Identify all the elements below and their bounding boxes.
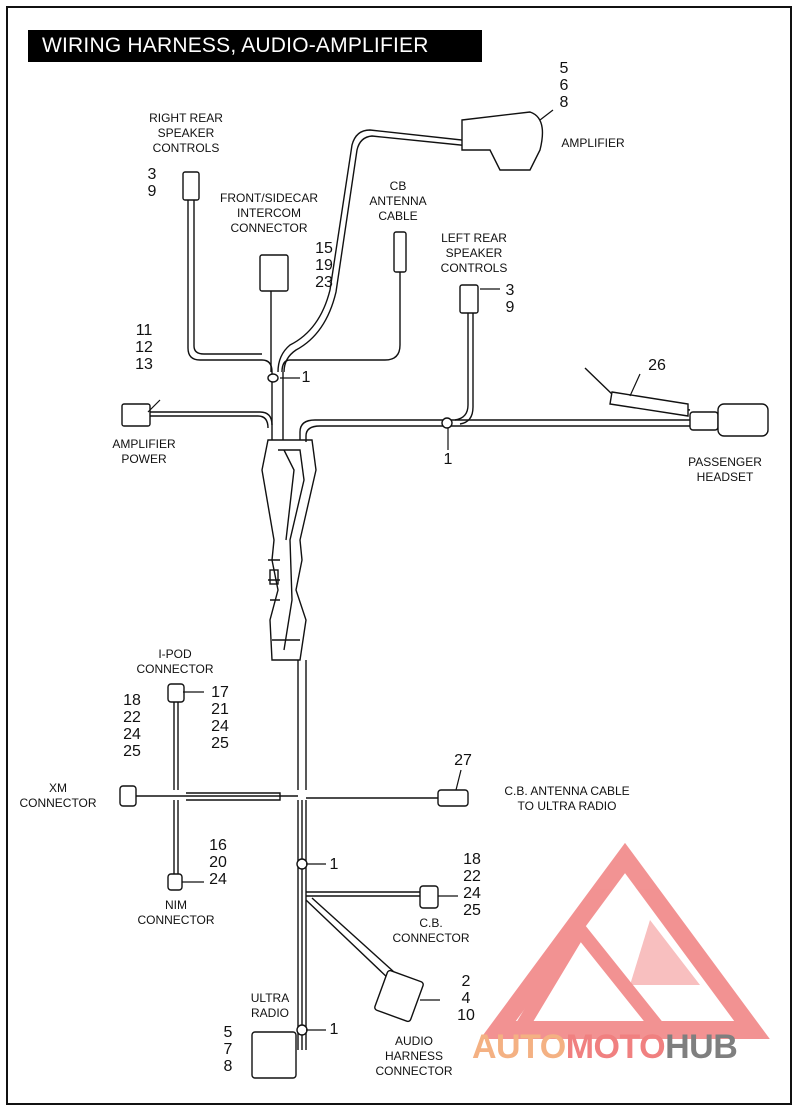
amplifier-power-connector-icon bbox=[121, 403, 151, 427]
cb-ultra-ref-number: 27 bbox=[454, 752, 472, 769]
clip-icon bbox=[296, 858, 308, 870]
audio-harness-ref-numbers: 2 4 10 bbox=[457, 973, 475, 1024]
nim-connector-icon bbox=[167, 873, 183, 891]
intercom-connector-label: FRONT/SIDECAR INTERCOM CONNECTOR bbox=[219, 191, 318, 235]
right-rear-speaker-label: RIGHT REAR SPEAKER CONTROLS bbox=[149, 111, 223, 155]
left-rear-speaker-label: LEFT REAR SPEAKER CONTROLS bbox=[440, 231, 508, 275]
audio-harness-connector-icon bbox=[374, 969, 424, 1023]
intercom-ref-numbers: 15 19 23 bbox=[315, 240, 333, 291]
intercom-connector-icon bbox=[259, 254, 289, 292]
clip-icon bbox=[441, 417, 453, 429]
amplifier-power-label: AMPLIFIER POWER bbox=[112, 437, 176, 466]
clip-ref-right: 1 bbox=[443, 451, 453, 468]
clip-icon bbox=[267, 373, 279, 383]
diagram-title: WIRING HARNESS, AUDIO-AMPLIFIER bbox=[28, 30, 482, 62]
amplifier-label: AMPLIFIER bbox=[561, 136, 625, 150]
clip-ref-upper: 1 bbox=[301, 369, 311, 386]
cb-connector-ref-numbers: 18 22 24 25 bbox=[463, 851, 481, 919]
headset-ref-number: 26 bbox=[648, 357, 666, 374]
xm-connector-icon bbox=[119, 785, 137, 807]
ipod-ref-numbers-left: 18 22 24 25 bbox=[123, 692, 141, 760]
amplifier-power-ref-numbers: 11 12 13 bbox=[135, 322, 153, 373]
watermark-logo-icon bbox=[480, 842, 770, 1039]
cb-connector-label: C.B. CONNECTOR bbox=[392, 916, 470, 945]
ipod-connector-label: I-POD CONNECTOR bbox=[136, 647, 214, 676]
cb-antenna-plug-icon bbox=[393, 231, 407, 273]
ultra-radio-connector-icon bbox=[251, 1031, 297, 1079]
diagram-frame bbox=[6, 6, 792, 1105]
clip-ref-low: 1 bbox=[329, 1021, 339, 1038]
audio-harness-connector-label: AUDIO HARNESS CONNECTOR bbox=[375, 1034, 453, 1078]
right-rear-connector-icon bbox=[182, 171, 200, 201]
clip-icon bbox=[296, 1024, 308, 1036]
headset-cable-icon bbox=[609, 391, 689, 417]
nim-connector-label: NIM CONNECTOR bbox=[137, 898, 215, 927]
ultra-radio-ref-numbers: 5 7 8 bbox=[223, 1024, 233, 1075]
watermark-text: AUTOMOTOHUB bbox=[472, 1028, 738, 1066]
cb-connector-icon bbox=[419, 885, 439, 909]
left-rear-ref-numbers: 3 9 bbox=[505, 282, 515, 316]
xm-connector-label: XM CONNECTOR bbox=[19, 781, 97, 810]
amplifier-ref-numbers: 5 6 8 bbox=[559, 60, 569, 111]
clip-ref-mid: 1 bbox=[329, 856, 339, 873]
left-rear-connector-icon bbox=[459, 284, 479, 314]
passenger-headset-connector-icon bbox=[717, 403, 769, 437]
amplifier-icon bbox=[461, 111, 544, 171]
ipod-connector-icon bbox=[167, 683, 185, 703]
ipod-ref-numbers-right: 17 21 24 25 bbox=[211, 684, 229, 752]
nim-ref-numbers: 16 20 24 bbox=[209, 837, 227, 888]
ultra-radio-label: ULTRA RADIO bbox=[250, 991, 290, 1020]
cb-ultra-cable-end-icon bbox=[437, 789, 469, 807]
right-rear-ref-numbers: 3 9 bbox=[147, 166, 157, 200]
cb-antenna-label: CB ANTENNA CABLE bbox=[369, 179, 427, 223]
cb-ultra-cable-label: C.B. ANTENNA CABLE TO ULTRA RADIO bbox=[504, 784, 630, 813]
passenger-headset-label: PASSENGER HEADSET bbox=[688, 455, 762, 484]
